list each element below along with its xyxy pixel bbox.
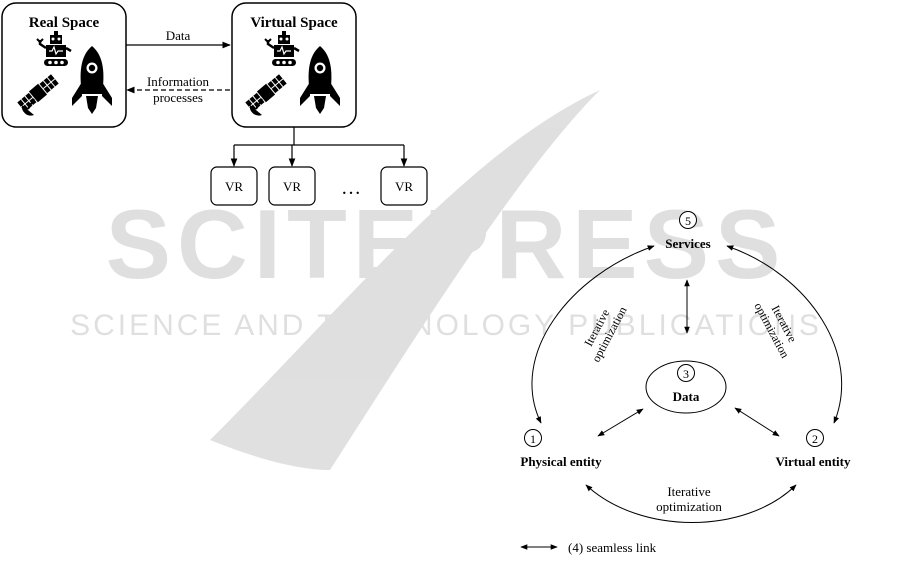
virtual-space-title: Virtual Space	[250, 15, 338, 31]
virtual-entity-number: 2	[812, 432, 818, 446]
data-number: 3	[683, 367, 689, 381]
vr-ellipsis: …	[341, 177, 361, 199]
real-space-title: Real Space	[29, 15, 100, 31]
virtual-data-link	[735, 408, 779, 436]
vr-box-label: VR	[225, 179, 243, 194]
bottom-arc-label: Iterative	[667, 484, 711, 499]
legend-label: (4) seamless link	[568, 540, 657, 555]
physical-entity-label: Physical entity	[520, 454, 602, 469]
information-arrow-label: Information	[147, 74, 210, 89]
watermark: SCITEPRESS SCIENCE AND TECHNOLOGY PUBLIC…	[70, 90, 822, 470]
data-arrow-label: Data	[166, 28, 191, 43]
services-number: 5	[685, 214, 691, 228]
vr-box-label: VR	[283, 179, 301, 194]
vr-box-label: VR	[395, 179, 413, 194]
data-label: Data	[673, 389, 700, 404]
watermark-tagline: SCIENCE AND TECHNOLOGY PUBLICATIONS	[70, 309, 822, 342]
physical-data-link	[598, 409, 643, 436]
information-arrow-label: processes	[153, 90, 203, 105]
services-label: Services	[665, 236, 710, 251]
physical-entity-number: 1	[530, 432, 536, 446]
virtual-entity-label: Virtual entity	[776, 454, 851, 469]
top-diagram: Real Space Virtual Space Data Informatio…	[2, 3, 427, 205]
bottom-arc-label: optimization	[656, 499, 722, 514]
